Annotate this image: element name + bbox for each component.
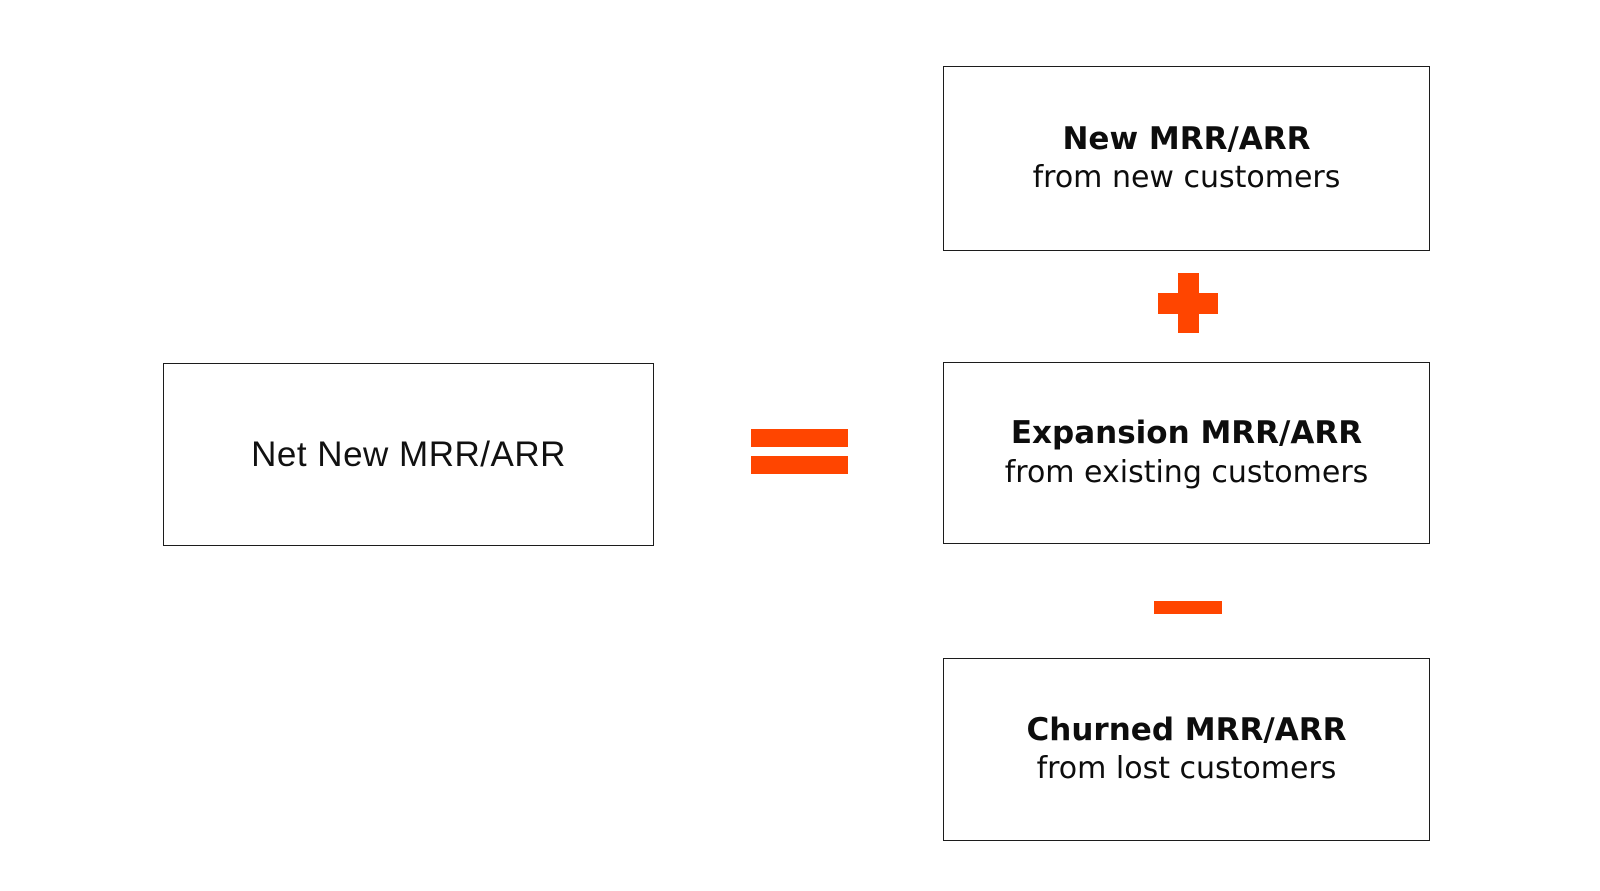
expansion-mrr-box: Expansion MRR/ARR from existing customer… [943,362,1430,544]
equals-bottom-bar [751,456,848,474]
result-box: Net New MRR/ARR [163,363,654,546]
equals-top-bar [751,429,848,447]
churned-mrr-subtitle: from lost customers [1036,751,1337,787]
new-mrr-subtitle: from new customers [1032,160,1341,196]
new-mrr-title: New MRR/ARR [1062,120,1311,157]
expansion-mrr-title: Expansion MRR/ARR [1010,415,1363,452]
churned-mrr-title: Churned MRR/ARR [1026,711,1347,748]
equals-icon [751,429,848,474]
result-label: Net New MRR/ARR [251,434,566,474]
plus-icon [1158,273,1218,333]
churned-mrr-box: Churned MRR/ARR from lost customers [943,658,1430,841]
expansion-mrr-subtitle: from existing customers [1004,454,1369,490]
plus-vertical-bar [1177,273,1199,333]
minus-icon [1154,601,1222,614]
new-mrr-box: New MRR/ARR from new customers [943,66,1430,251]
